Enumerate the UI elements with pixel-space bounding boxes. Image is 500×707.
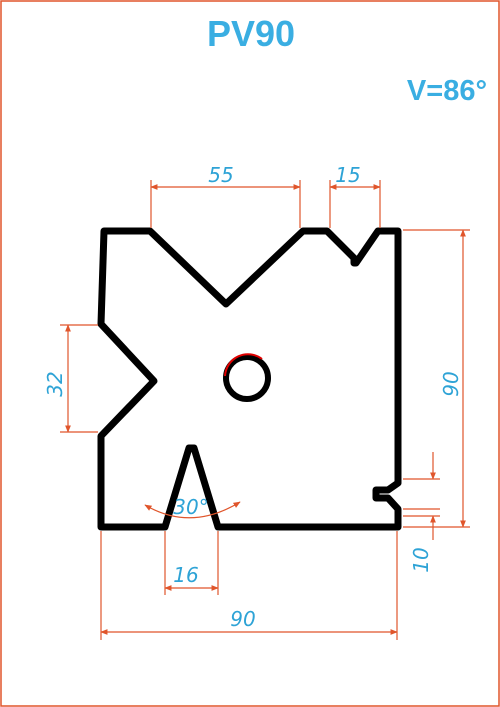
dim-height: 90 [439, 371, 463, 396]
die-profile [97, 227, 402, 531]
dim-left-v-height: 32 [43, 371, 67, 396]
profile-outline [97, 227, 402, 531]
dim-bottom-v-angle: 30° [173, 495, 208, 519]
center-hole [223, 354, 271, 402]
dim-bottom-v-width: 16 [173, 563, 198, 587]
dim-top-v-width: 55 [208, 163, 233, 187]
center-hole-accent [224, 353, 263, 377]
dim-width: 90 [230, 607, 255, 631]
dim-bottom-offset: 10 [409, 547, 433, 572]
v-angle-label: V=86° [407, 75, 487, 107]
drawing-title: PV90 [207, 13, 295, 54]
dimension-lines [60, 180, 470, 640]
dim-top-small-v-width: 15 [335, 163, 360, 187]
